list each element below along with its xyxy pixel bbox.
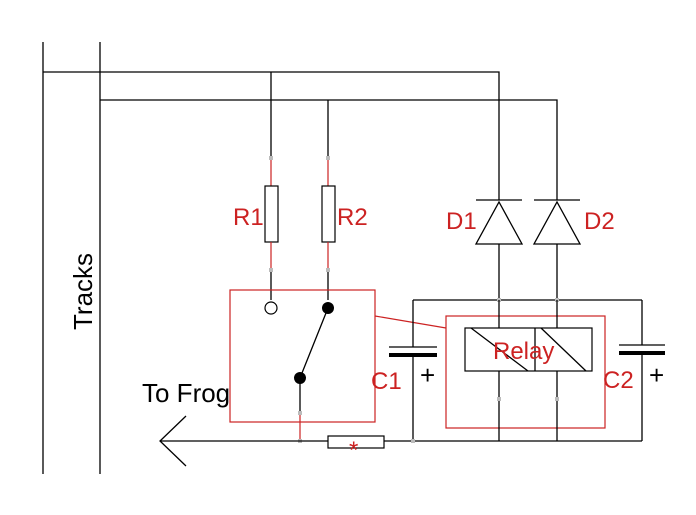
relay-box [445, 315, 606, 429]
c1-label: C1 [371, 368, 402, 395]
to-frog-label: To Frog [142, 378, 230, 408]
c2-label: C2 [603, 367, 634, 394]
diode-d2 [532, 199, 582, 300]
resistor-r2 [321, 156, 336, 300]
bus-wire-upper [43, 71, 500, 200]
c1-polarity-mark: + [420, 360, 435, 390]
r1-label: R1 [233, 204, 264, 231]
relay-switch-contacts [229, 289, 376, 443]
resistor-bottom [327, 435, 415, 449]
to-frog-arrow [159, 415, 187, 467]
resistor-marker: * [349, 437, 358, 464]
d2-label: D2 [584, 208, 615, 235]
bus-wire-lower [100, 99, 558, 200]
resistor-r1 [264, 156, 279, 300]
capacitor-c1 [389, 300, 437, 441]
relay-link-line [374, 315, 447, 329]
diode-d1 [474, 199, 524, 300]
relay-label: Relay [493, 338, 554, 365]
relay-coils [464, 300, 593, 441]
c2-polarity-mark: + [649, 360, 664, 390]
capacitor-c2 [619, 300, 665, 441]
d1-label: D1 [446, 208, 477, 235]
tracks-label: Tracks [68, 253, 98, 330]
r2-label: R2 [337, 204, 368, 231]
